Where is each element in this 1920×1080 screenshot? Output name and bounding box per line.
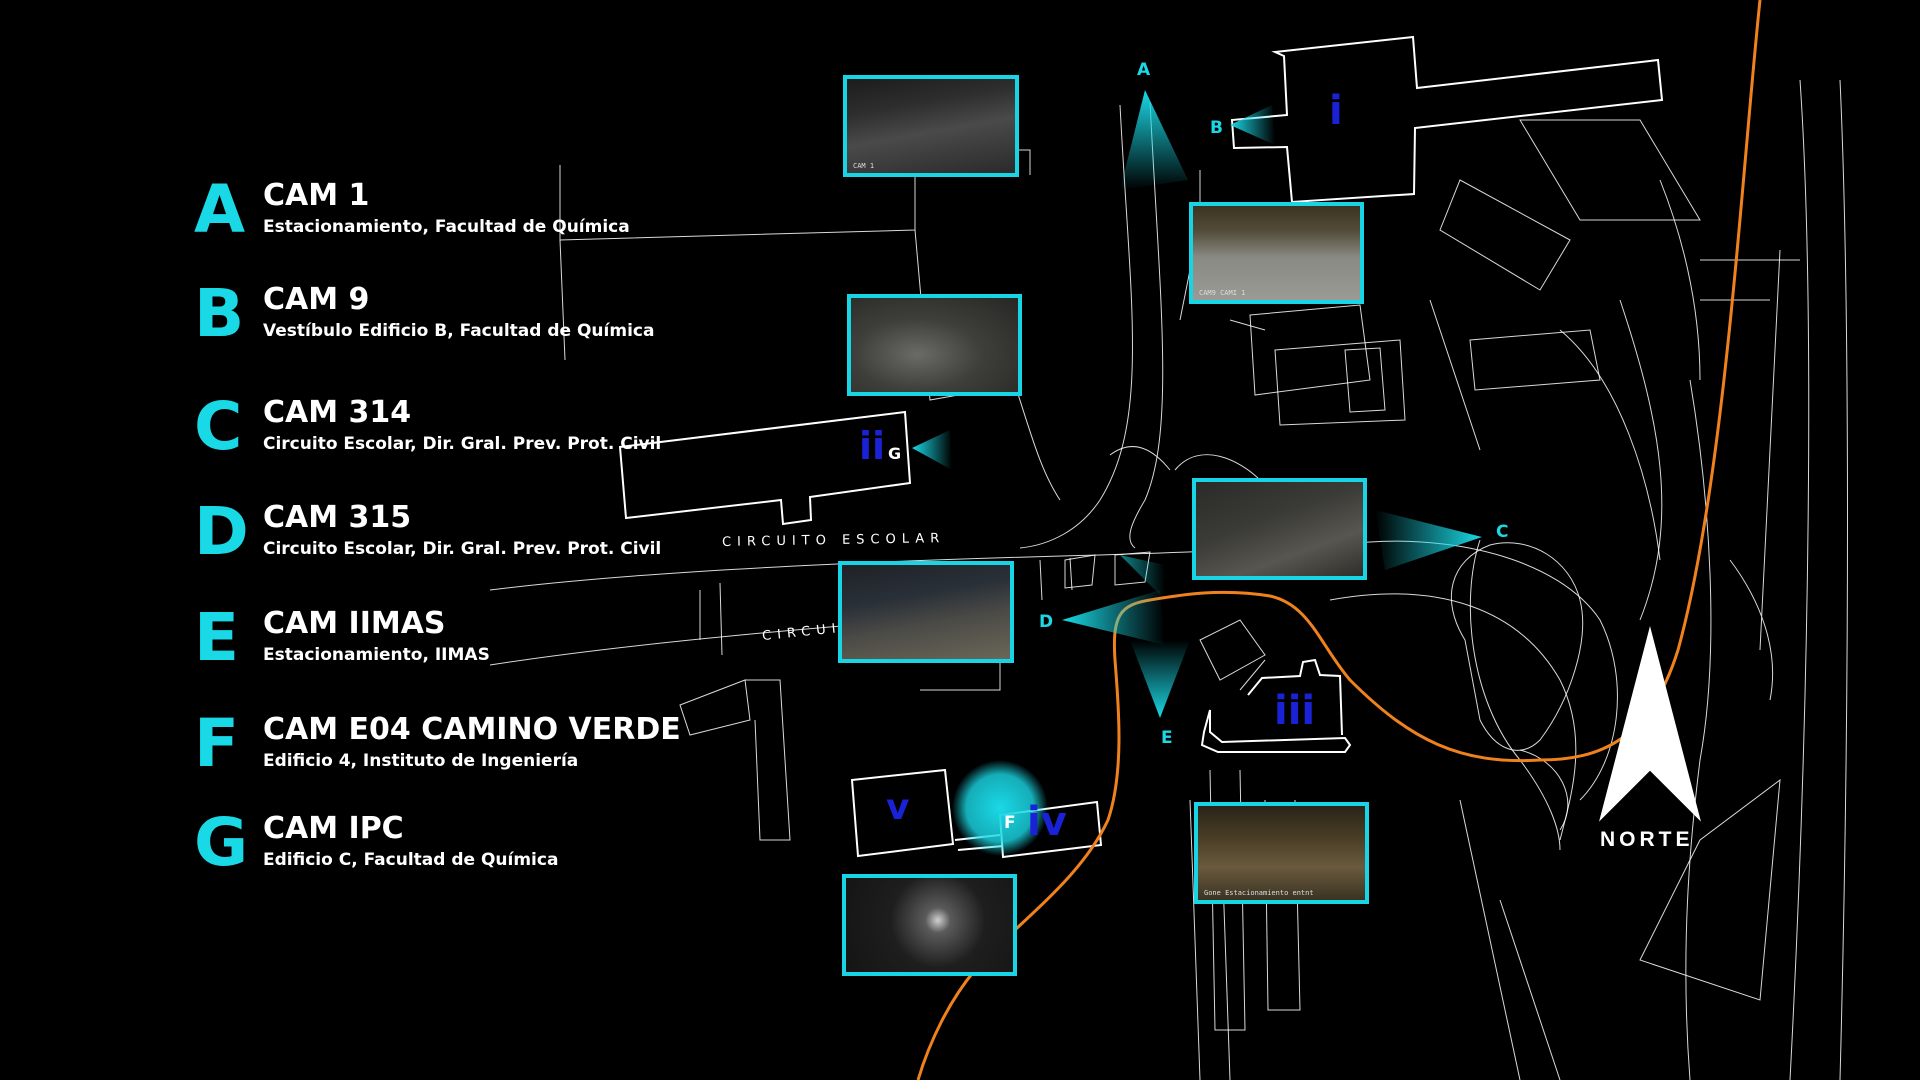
legend-letter: B — [194, 275, 245, 352]
legend-subtitle: Circuito Escolar, Dir. Gral. Prev. Prot.… — [263, 434, 662, 454]
north-arrow-icon — [1599, 626, 1701, 822]
camera-caption: CAM9 CAMI 1 — [1199, 289, 1246, 297]
camera-thumbnail-e04[interactable] — [842, 874, 1017, 976]
legend-title: CAM 1 — [263, 178, 370, 213]
legend-letter: C — [194, 388, 243, 465]
legend-subtitle: Edificio 4, Instituto de Ingeniería — [263, 751, 579, 771]
legend-subtitle: Estacionamiento, IIMAS — [263, 645, 490, 665]
legend-letter: D — [194, 493, 249, 570]
building-outlines — [618, 35, 1664, 859]
camera-feed-image — [1196, 482, 1363, 576]
camera-thumbnail-cam315[interactable] — [838, 561, 1014, 663]
camera-marker-c[interactable]: C — [1496, 522, 1509, 542]
camera-thumbnail-iimas[interactable]: Gone Estacionamiento entnt — [1194, 802, 1369, 904]
legend-subtitle: Vestíbulo Edificio B, Facultad de Químic… — [263, 321, 655, 341]
camera-feed-image — [1198, 806, 1365, 900]
building-label-i: i — [1329, 88, 1343, 134]
camera-feed-image — [842, 565, 1010, 659]
legend-letter: G — [194, 804, 249, 881]
north-label: NORTE — [1600, 828, 1694, 851]
building-label-ii: ii — [859, 424, 886, 468]
camera-marker-f[interactable]: F — [1004, 813, 1016, 833]
camera-beams — [912, 90, 1482, 718]
camera-thumbnail-cam9[interactable]: CAM9 CAMI 1 — [1189, 202, 1364, 304]
legend-subtitle: Estacionamiento, Facultad de Química — [263, 217, 630, 237]
legend-title: CAM IPC — [263, 811, 404, 846]
camera-thumbnail-cam1[interactable]: CAM 1 — [843, 75, 1019, 177]
camera-f-glow — [952, 760, 1048, 856]
legend-title: CAM 315 — [263, 500, 412, 535]
camera-marker-a[interactable]: A — [1137, 60, 1151, 80]
camera-caption: Gone Estacionamiento entnt — [1204, 889, 1314, 897]
legend-title: CAM IIMAS — [263, 606, 446, 641]
route-line — [916, 0, 1762, 1080]
camera-marker-d[interactable]: D — [1039, 612, 1054, 632]
building-label-v: v — [886, 787, 910, 828]
camera-caption: CAM 1 — [853, 162, 875, 170]
legend-letter: E — [194, 599, 240, 676]
legend-subtitle: Edificio C, Facultad de Química — [263, 850, 559, 870]
building-label-iv: iv — [1027, 799, 1067, 845]
camera-feed-image — [847, 79, 1015, 173]
map-outlines — [489, 79, 1848, 1080]
building-label-iii: iii — [1274, 688, 1316, 734]
camera-marker-g[interactable]: G — [888, 444, 902, 463]
camera-thumbnail-cam314[interactable] — [1192, 478, 1367, 580]
legend-title: CAM 314 — [263, 395, 412, 430]
camera-marker-e[interactable]: E — [1161, 728, 1173, 748]
legend-letter: F — [194, 705, 240, 782]
camera-feed-image — [1193, 206, 1360, 300]
camera-marker-b[interactable]: B — [1210, 118, 1223, 138]
legend-subtitle: Circuito Escolar, Dir. Gral. Prev. Prot.… — [263, 539, 662, 559]
camera-thumbnail-ipc[interactable] — [847, 294, 1022, 396]
camera-feed-image — [851, 298, 1018, 392]
camera-feed-image — [846, 878, 1013, 972]
legend-title: CAM 9 — [263, 282, 370, 317]
legend-letter: A — [194, 171, 246, 248]
legend-title: CAM E04 CAMINO VERDE — [263, 712, 681, 747]
